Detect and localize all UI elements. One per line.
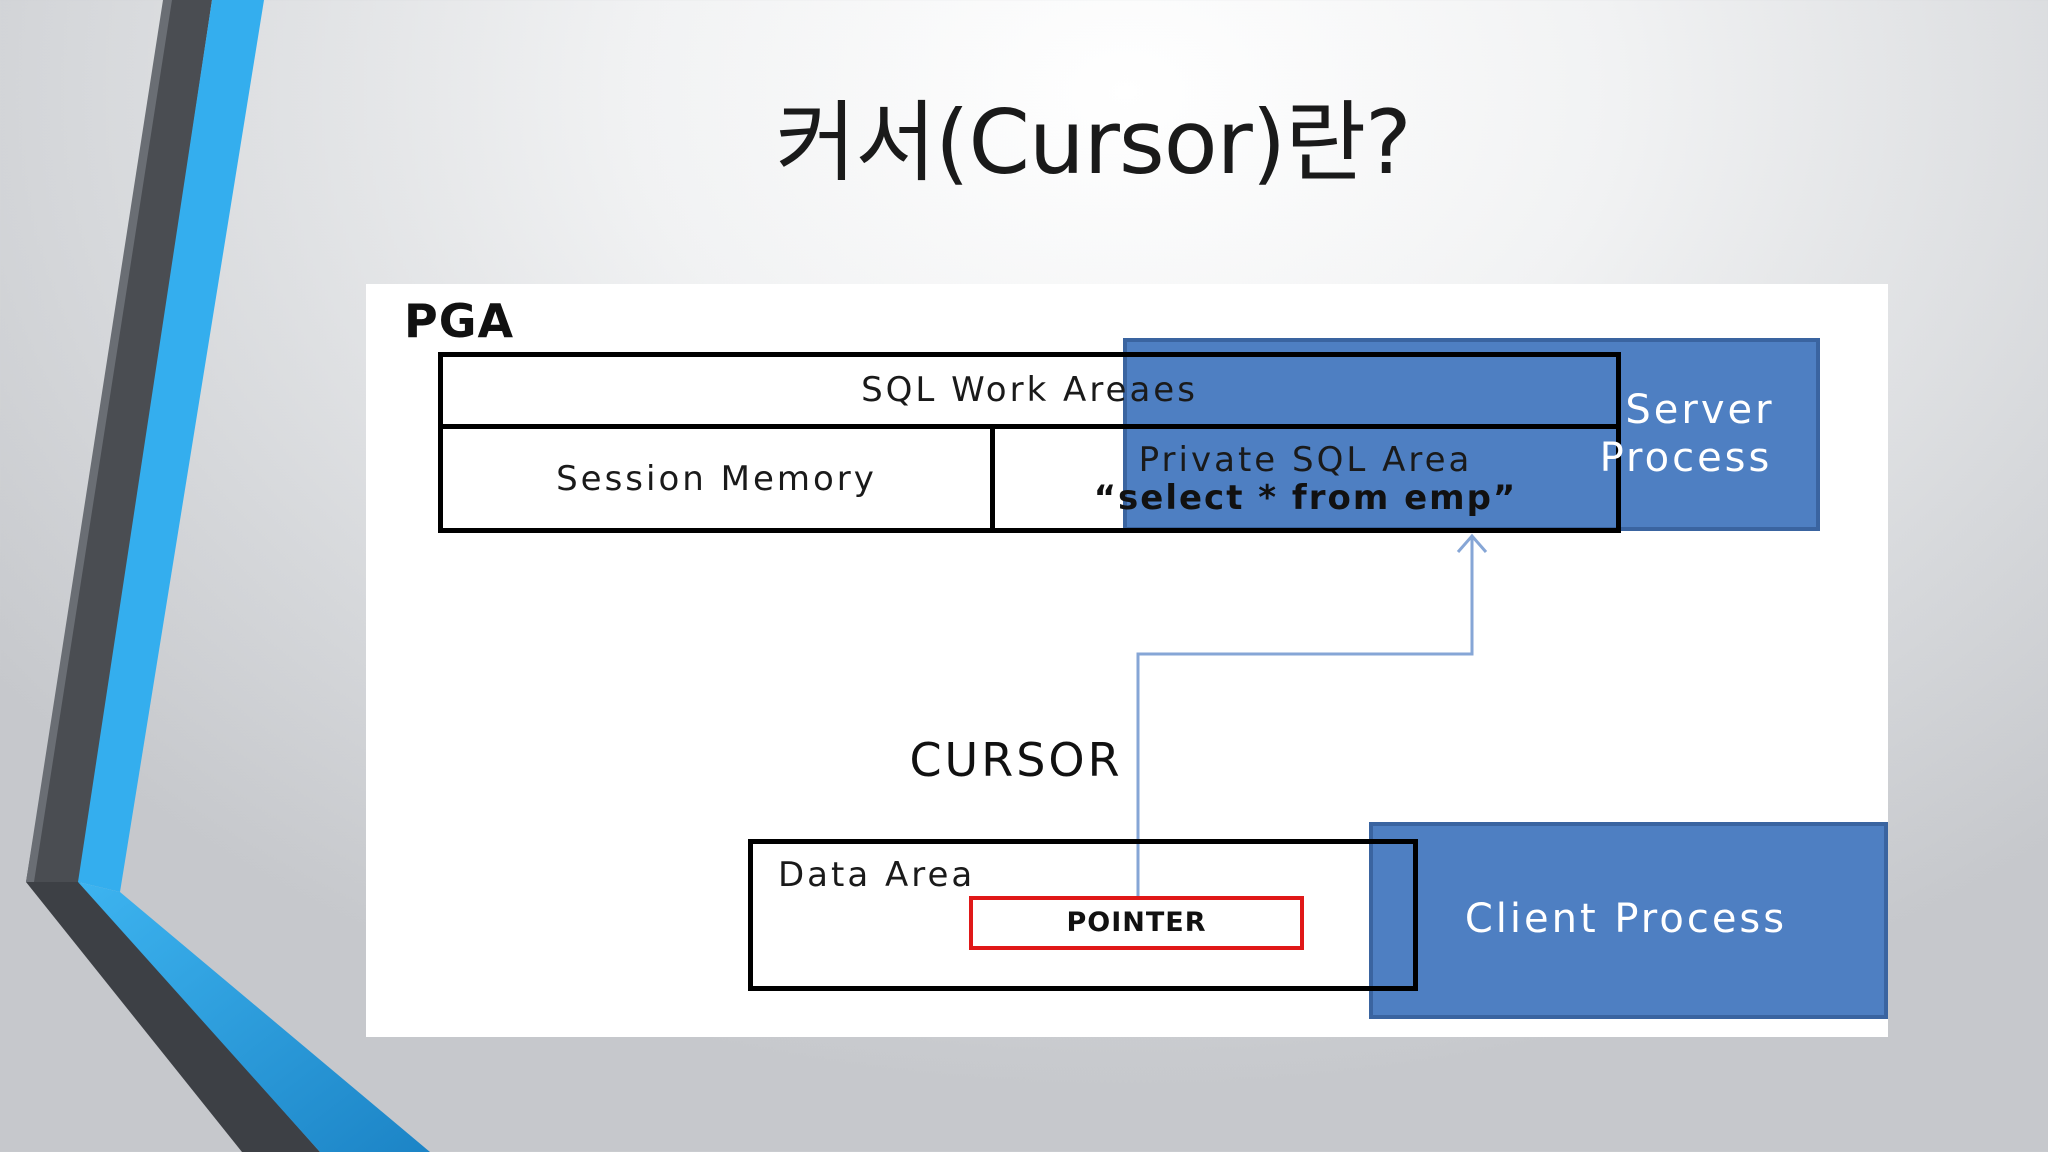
private-sql-area-label: Private SQL Area xyxy=(1138,440,1473,480)
data-area-box xyxy=(748,839,1418,991)
pointer-arrow-line xyxy=(1136,536,1474,896)
server-process-label: Server Process xyxy=(1546,386,1826,482)
client-process-label: Client Process xyxy=(1464,896,1788,942)
pga-border-left xyxy=(438,352,443,533)
light-band xyxy=(26,0,172,882)
server-process-line2: Process xyxy=(1599,435,1773,481)
client-process-box xyxy=(1369,822,1888,1019)
private-sql-query: “select * from emp” xyxy=(1093,478,1518,518)
gray-band-lower xyxy=(26,882,320,1152)
data-area-label: Data Area xyxy=(778,855,976,895)
pga-border-top xyxy=(438,352,1621,357)
pga-label: PGA xyxy=(404,294,515,348)
session-memory-label: Session Memory xyxy=(556,459,877,499)
sql-work-areas-label: SQL Work Areaes xyxy=(861,370,1198,410)
cursor-label: CURSOR xyxy=(909,733,1123,787)
pga-border-middle xyxy=(438,424,1621,429)
server-process-line1: Server xyxy=(1625,387,1775,433)
slide-title: 커서(Cursor)란? xyxy=(775,91,1412,194)
pointer-arrow xyxy=(1136,533,1488,896)
cursor-diagram: PGA SQL Work Areaes Session Memory Priva… xyxy=(366,284,1888,1037)
pointer-box: POINTER xyxy=(969,896,1304,950)
server-process-box xyxy=(1123,338,1820,531)
pga-border-bottom xyxy=(438,528,1621,533)
gray-band-upper xyxy=(26,0,212,882)
pointer-arrow-head xyxy=(1456,533,1488,553)
pga-border-right xyxy=(1616,352,1621,533)
blue-band-upper xyxy=(78,0,264,892)
pga-divider xyxy=(990,424,995,533)
blue-band-lower xyxy=(78,882,430,1152)
